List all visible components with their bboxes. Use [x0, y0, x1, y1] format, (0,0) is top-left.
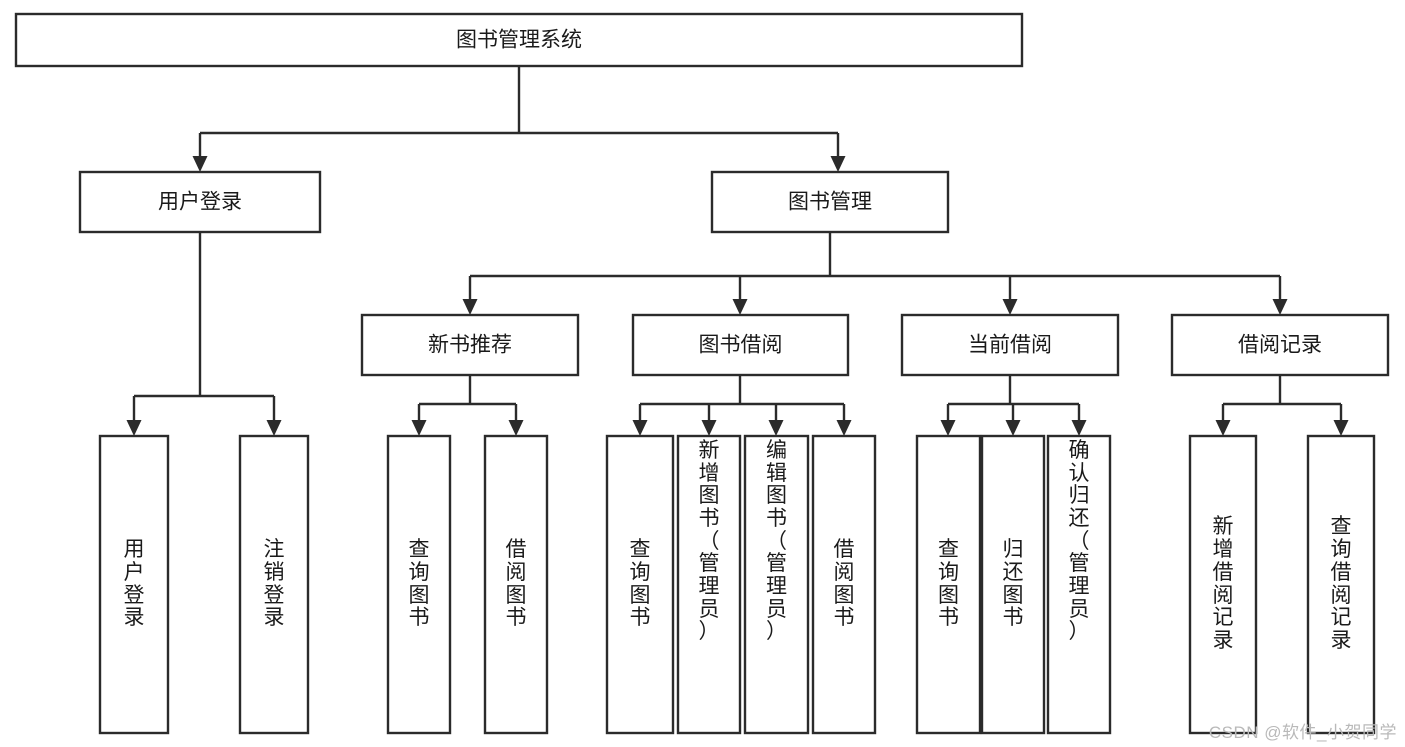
- arrow-head-icon: [1071, 420, 1087, 436]
- arrow-head-icon: [701, 420, 717, 436]
- level2-node-book-borrow[interactable]: [631, 313, 850, 377]
- node-label-current-borrow: 当前借阅: [968, 334, 1052, 357]
- arrow-head-icon: [940, 420, 956, 436]
- arrow-head-icon: [266, 420, 282, 436]
- leaf-node-leaf-cur-confirm-return[interactable]: [1046, 434, 1112, 735]
- node-label-user-login: 用户登录: [158, 191, 242, 214]
- node-label-new-book-recommend: 新书推荐: [428, 334, 512, 357]
- leaf-node-leaf-user-logout[interactable]: [238, 434, 310, 735]
- arrow-head-icon: [768, 420, 784, 436]
- arrow-head-icon: [830, 156, 846, 172]
- leaf-node-leaf-borrow-edit-book[interactable]: [743, 434, 810, 735]
- leaf-node-leaf-rec-add-record[interactable]: [1188, 434, 1258, 735]
- leaf-node-leaf-rec-query-book[interactable]: [386, 434, 452, 735]
- leaf-node-leaf-rec-borrow-book[interactable]: [483, 434, 549, 735]
- arrow-head-icon: [1333, 420, 1349, 436]
- node-box-layer: [14, 12, 1390, 735]
- level2-node-current-borrow[interactable]: [900, 313, 1120, 377]
- arrow-head-icon: [192, 156, 208, 172]
- level1-node-user-login[interactable]: [78, 170, 322, 234]
- root-node-root[interactable]: [14, 12, 1024, 68]
- leaf-node-leaf-borrow-borrow-book[interactable]: [811, 434, 877, 735]
- leaf-node-leaf-cur-return-book[interactable]: [980, 434, 1046, 735]
- arrow-head-icon: [462, 299, 478, 315]
- level2-node-borrow-record[interactable]: [1170, 313, 1390, 377]
- arrow-head-icon: [1002, 299, 1018, 315]
- arrow-head-icon: [1272, 299, 1288, 315]
- node-label-book-borrow: 图书借阅: [699, 334, 783, 357]
- node-label-book-manage: 图书管理: [788, 191, 872, 214]
- level2-node-new-book-recommend[interactable]: [360, 313, 580, 377]
- leaf-node-leaf-borrow-query-book[interactable]: [605, 434, 675, 735]
- arrow-head-icon: [1215, 420, 1231, 436]
- leaf-node-leaf-rec-query-record[interactable]: [1306, 434, 1376, 735]
- leaf-node-leaf-cur-query-book[interactable]: [915, 434, 982, 735]
- level1-node-book-manage[interactable]: [710, 170, 950, 234]
- node-label-borrow-record: 借阅记录: [1238, 334, 1322, 357]
- arrow-head-icon: [632, 420, 648, 436]
- arrow-head-icon: [836, 420, 852, 436]
- arrow-head-layer: [126, 156, 1349, 436]
- arrow-head-icon: [732, 299, 748, 315]
- arrow-head-icon: [1005, 420, 1021, 436]
- leaf-node-leaf-user-login[interactable]: [98, 434, 170, 735]
- arrow-head-icon: [126, 420, 142, 436]
- leaf-node-leaf-borrow-add-book[interactable]: [676, 434, 742, 735]
- arrow-head-icon: [411, 420, 427, 436]
- arrow-head-icon: [508, 420, 524, 436]
- node-label-root: 图书管理系统: [456, 29, 582, 52]
